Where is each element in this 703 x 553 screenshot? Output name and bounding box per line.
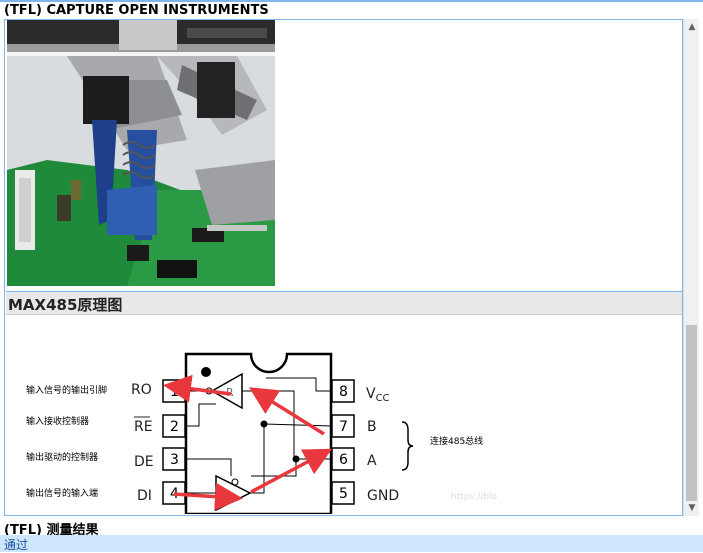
pin-number-6: 6 [339, 452, 348, 468]
pin1-dot [201, 367, 211, 377]
result-title: (TFL) 测量结果 [4, 523, 99, 538]
pin-number-7: 7 [339, 419, 348, 435]
pin-name-b: B [367, 419, 377, 435]
result-value-text: 通过 [4, 538, 29, 552]
max485-schematic: 输入信号的输出引脚 输入接收控制器 输出驱动的控制器 输出信号的输入端 RO R… [6, 314, 682, 515]
pin-number-5: 5 [339, 486, 348, 502]
section-header: MAX485原理图 [6, 291, 682, 315]
watermark-text: https://blo [451, 492, 497, 502]
pin-name-re: RE [134, 419, 153, 435]
result-row[interactable]: 通过 [0, 535, 703, 552]
pcb-photo-image [7, 20, 275, 286]
content-viewport[interactable]: MAX485原理图 输入信号的输出引脚 输入接收控制器 输出驱动的控制器 输出信… [4, 19, 683, 516]
scrollbar-thumb[interactable] [686, 325, 697, 501]
pin-number-2: 2 [170, 419, 179, 435]
label-di-description: 输出信号的输入端 [26, 487, 98, 499]
scroll-down-icon[interactable]: ▼ [688, 503, 696, 513]
pin-name-gnd: GND [367, 488, 399, 504]
schematic-diagram: 输入信号的输出引脚 输入接收控制器 输出驱动的控制器 输出信号的输入端 RO R… [26, 352, 497, 515]
pin-name-vcc: VCC [366, 386, 390, 404]
receiver-gate [210, 372, 243, 410]
label-ro-description: 输入信号的输出引脚 [26, 384, 107, 396]
junction-dot-b [260, 420, 268, 428]
bus-brace [401, 421, 414, 471]
window-title-bar: (TFL) CAPTURE OPEN INSTRUMENTS [0, 0, 703, 19]
pin-name-de: DE [134, 454, 154, 470]
pin-name-di: DI [137, 488, 152, 504]
driver-enable-bubble [231, 478, 239, 486]
bus-label: 连接485总线 [430, 435, 483, 447]
result-header: (TFL) 测量结果 [0, 518, 703, 538]
label-de-description: 输出驱动的控制器 [26, 451, 98, 463]
scroll-up-icon[interactable]: ▲ [688, 22, 696, 32]
pin-number-8: 8 [339, 384, 348, 400]
section-title: MAX485原理图 [8, 296, 123, 314]
signal-flow-arrows [163, 374, 333, 511]
pin-name-a: A [367, 453, 377, 469]
pin-name-ro: RO [131, 382, 152, 398]
junction-dot-a [292, 455, 300, 463]
pcb-photo [7, 20, 275, 286]
label-re-description: 输入接收控制器 [26, 415, 89, 427]
pin-box-5 [331, 481, 355, 505]
pin-number-3: 3 [170, 452, 179, 468]
vertical-scrollbar[interactable]: ▲ ▼ [683, 19, 699, 516]
window-title: (TFL) CAPTURE OPEN INSTRUMENTS [4, 3, 269, 18]
